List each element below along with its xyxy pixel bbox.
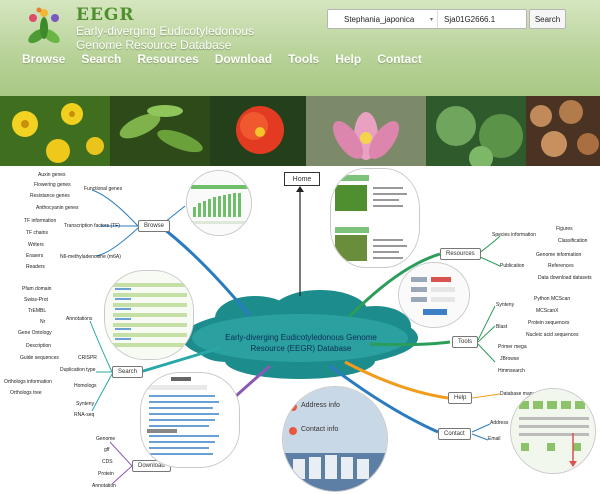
rnaseq-label: RNA-seq	[74, 412, 95, 418]
lotus-photo	[306, 96, 426, 166]
center-cloud-text: Early-diverging Eudicotyledonous Genome …	[198, 332, 404, 354]
trembl-label: TrEMBL	[28, 308, 47, 314]
search-bar: Stephania_japonica ▾	[327, 9, 527, 29]
jbrowse-label: JBrowse	[500, 356, 520, 362]
nav-search[interactable]: Search	[81, 52, 122, 66]
swissprot-label: Swiss-Prot	[24, 297, 48, 303]
python-mcscan-label: Python MCScan	[534, 296, 571, 302]
site-header: EEGR Early-diverging Eudicotyledonous Ge…	[0, 0, 600, 96]
red-flower-photo	[210, 96, 306, 166]
nav-browse[interactable]: Browse	[22, 52, 66, 66]
tools-node[interactable]: Tools	[452, 336, 479, 348]
resources-node[interactable]: Resources	[440, 248, 481, 260]
publication-label: Publication	[500, 263, 525, 269]
guide-sequences-label: Guide sequences	[20, 355, 59, 361]
nav-download[interactable]: Download	[214, 52, 273, 66]
synteny-label: Synteny	[76, 401, 95, 407]
feature-mindmap: Home Early-diverging Eudicotyledonous Ge…	[0, 166, 600, 494]
orthologs-information-label: Orthologs information	[4, 379, 52, 385]
nav-help[interactable]: Help	[335, 52, 362, 66]
functional-genes-label: Functional genes	[84, 186, 123, 192]
site-name: Early-diverging Eudicotyledonous Genome …	[76, 24, 254, 52]
erasers-label: Erasers	[26, 253, 44, 259]
nr-label: Nr	[40, 319, 46, 325]
readers-label: Readers	[26, 264, 45, 270]
yellow-flower-photo	[0, 96, 110, 166]
mcscanx-label: MCScanX	[536, 308, 559, 314]
figures-label: Figures	[556, 226, 573, 232]
contact-node[interactable]: Contact	[438, 428, 471, 440]
orthologs-tree-label: Orthologs tree	[10, 390, 42, 396]
gff-label: gff	[104, 447, 110, 453]
blast-label: Blast	[496, 324, 508, 330]
address-info-text: Address info	[301, 402, 340, 409]
duplication-type-label: Duplication type	[60, 367, 96, 373]
site-logo[interactable]: EEGR	[76, 5, 135, 25]
chevron-down-icon: ▾	[429, 16, 433, 23]
primer-label: Primer mega	[498, 344, 527, 350]
contact-info-text: Contact info	[301, 426, 339, 433]
nav-resources[interactable]: Resources	[137, 52, 199, 66]
search-button[interactable]: Search	[529, 9, 566, 29]
photo-banner	[0, 96, 600, 166]
references-label: References	[548, 263, 574, 269]
species-select[interactable]: Stephania_japonica ▾	[328, 10, 438, 28]
genome-information-label: Genome information	[536, 252, 582, 258]
green-leaves-photo	[110, 96, 210, 166]
nav-tools[interactable]: Tools	[288, 52, 320, 66]
tf-chains-label: TF chains	[26, 230, 48, 236]
macadamia-photo	[526, 96, 600, 166]
site-name-line1: Early-diverging Eudicotyledonous	[76, 24, 255, 38]
protein-sequences-label: Protein sequences	[528, 320, 570, 326]
anthocyanin-genes-label: Anthocyanin genes	[36, 205, 79, 211]
species-information-label: Species information	[492, 232, 536, 238]
nucleic-sequences-label: Nucleic acid sequences	[526, 332, 579, 338]
data-download-label: Data download datasets	[538, 275, 592, 281]
nav-contact[interactable]: Contact	[377, 52, 422, 66]
pfam-label: Pfam domain	[22, 286, 52, 292]
hmmsearch-label: Hmmsearch	[498, 368, 525, 374]
main-nav: Browse Search Resources Download Tools H…	[22, 52, 438, 66]
resources-page-thumb	[330, 168, 420, 268]
resistance-genes-label: Resistance genes	[30, 193, 70, 199]
mindmap-branches	[89, 186, 501, 485]
browse-node[interactable]: Browse	[138, 220, 171, 232]
contact-photo-thumb: Address info Contact info	[282, 386, 388, 492]
species-select-value: Stephania_japonica	[344, 14, 415, 24]
description-label: Description	[26, 343, 52, 349]
home-box[interactable]: Home	[284, 172, 320, 186]
cds-label: CDS	[102, 459, 113, 465]
search-input[interactable]	[438, 14, 526, 24]
center-cloud-line2: Resource (EEGR) Database	[250, 344, 352, 353]
center-cloud	[182, 290, 418, 379]
tf-information-label: TF information	[24, 218, 57, 224]
protein-label: Protein	[98, 471, 114, 477]
search-node[interactable]: Search	[112, 366, 144, 378]
download-list-thumb	[140, 372, 240, 468]
tf-label: Transcription factors (TF)	[64, 223, 120, 229]
leaf-logo-icon	[28, 7, 60, 44]
annotation-label: Annotation	[92, 483, 116, 489]
help-node[interactable]: Help	[448, 392, 473, 404]
flowering-genes-label: Flowering genes	[34, 182, 71, 188]
email-label: Email	[488, 436, 501, 442]
tools-form-thumb	[398, 262, 470, 328]
classification-label: Classification	[558, 238, 588, 244]
gene-ontology-label: Gene Ontology	[18, 330, 52, 336]
annotations-label: Annotations	[66, 316, 93, 322]
site-name-line2: Genome Resource Database	[76, 38, 232, 52]
lobed-leaves-photo	[426, 96, 526, 166]
browse-chart-thumb	[186, 170, 252, 236]
writers-label: Writers	[28, 242, 44, 248]
homologs-label: Homologs	[74, 383, 97, 389]
center-cloud-line1: Early-diverging Eudicotyledonous Genome	[225, 333, 377, 342]
tools-synteny-label: Synteny	[496, 302, 515, 308]
genome-label: Genome	[96, 436, 116, 442]
m6a-label: N6-methyladenosine (m6A)	[60, 254, 121, 260]
auxin-genes-label: Auxin genes	[38, 172, 66, 178]
crispr-label: CRISPR	[78, 355, 97, 361]
search-table-thumb	[104, 270, 194, 360]
address-label: Address	[490, 420, 509, 426]
help-manual-thumb	[510, 388, 596, 474]
